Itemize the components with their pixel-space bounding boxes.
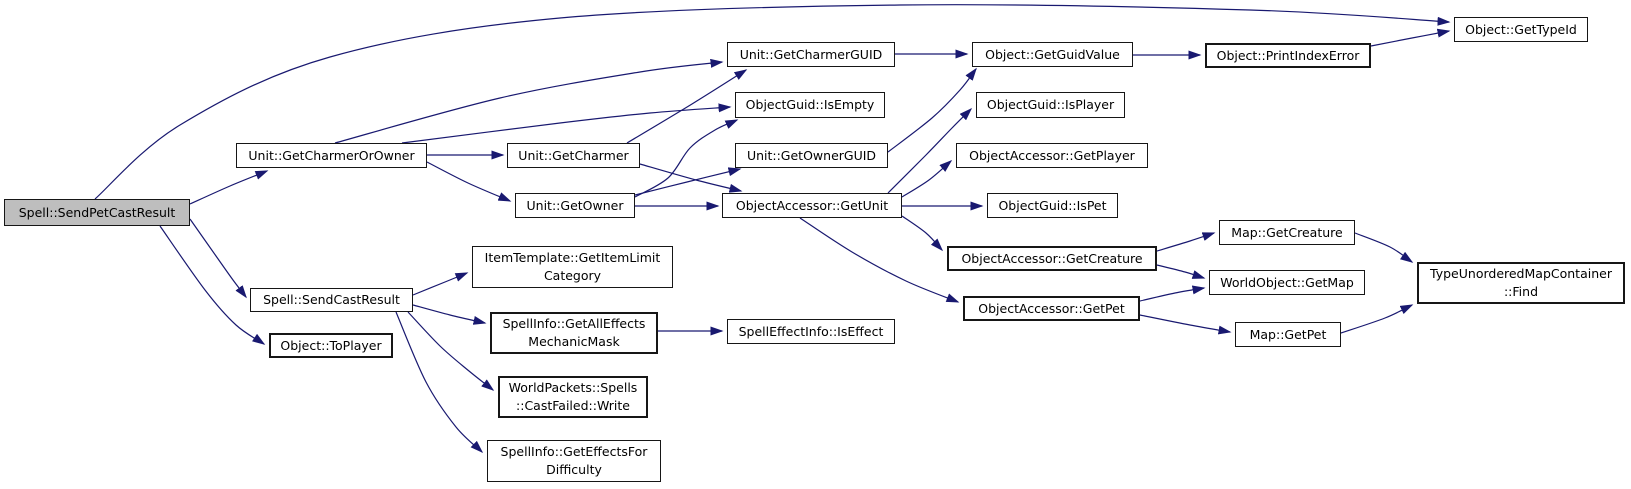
graph-node-oaGetPet[interactable]: ObjectAccessor::GetPet [963,296,1140,321]
graph-node-label: Category [543,268,602,283]
graph-node-label: ObjectAccessor::GetCreature [961,250,1143,266]
call-edge-sendCastResult-to-allEffects [412,304,487,325]
graph-node-label: ObjectGuid::IsPet [998,197,1107,213]
graph-node-sendCastResult[interactable]: Spell::SendCastResult [250,288,413,312]
graph-node-castFailedWrite[interactable]: WorldPackets::Spells::CastFailed::Write [498,376,648,418]
graph-node-label: ObjectAccessor::GetPet [978,300,1125,316]
call-edge-getUnit-to-oaGetPet [799,217,960,303]
graph-node-label: Object::ToPlayer [280,337,382,353]
graph-node-label: ObjectGuid::IsEmpty [745,97,875,112]
call-edge-oaGetPet-to-mapGetPet [1139,314,1232,335]
graph-node-label: MechanicMask [528,334,620,349]
graph-node-oaGetPlayer[interactable]: ObjectAccessor::GetPlayer [956,143,1148,168]
call-edge-sendCastResult-to-effectsForDifficulty [395,311,484,454]
graph-node-printIndexError[interactable]: Object::PrintIndexError [1205,43,1371,68]
graph-node-getUnit[interactable]: ObjectAccessor::GetUnit [722,193,902,218]
graph-node-toPlayer[interactable]: Object::ToPlayer [269,333,393,358]
graph-node-mapGetPet[interactable]: Map::GetPet [1235,322,1341,347]
graph-node-getOwner[interactable]: Unit::GetOwner [515,193,635,218]
graph-node-getCharmerOrOwner[interactable]: Unit::GetCharmerOrOwner [236,143,427,168]
call-edge-getCharmerOrOwner-to-getCharmerGUID [334,58,724,144]
graph-node-label: ObjectAccessor::GetPlayer [969,147,1135,163]
graph-node-label: ::CastFailed::Write [516,398,630,413]
graph-node-mapGetCreature[interactable]: Map::GetCreature [1219,220,1355,245]
graph-node-label: Spell::SendPetCastResult [18,204,176,220]
graph-node-label: SpellEffectInfo::IsEffect [738,323,884,339]
graph-node-label: Object::GetGuidValue [985,46,1120,62]
graph-node-sendPetCastResult: Spell::SendPetCastResult [4,199,190,226]
call-edge-getUnit-to-oaGetPlayer [901,160,953,198]
graph-node-label: ObjectGuid::IsPlayer [986,97,1115,112]
graph-node-getOwnerGUID[interactable]: Unit::GetOwnerGUID [735,143,888,168]
graph-node-label: Unit::GetOwnerGUID [746,147,877,163]
call-edge-getCharmerOrOwner-to-getOwner [426,161,512,202]
graph-node-oaGetCreature[interactable]: ObjectAccessor::GetCreature [947,246,1157,271]
graph-node-label: Unit::GetOwner [526,197,624,213]
graph-node-label: Spell::SendCastResult [263,292,400,307]
graph-node-label: Unit::GetCharmerGUID [739,46,883,62]
call-edge-oaGetCreature-to-worldGetMap [1156,264,1206,279]
graph-node-label: WorldPackets::Spells [508,380,638,395]
graph-node-getCharmer[interactable]: Unit::GetCharmer [507,143,640,168]
graph-node-getGuidValue[interactable]: Object::GetGuidValue [972,42,1133,67]
graph-node-label: Map::GetCreature [1231,224,1343,240]
graph-node-label: Object::GetTypeId [1465,21,1577,37]
call-edge-sendPetCastResult-to-getCharmerOrOwner [189,170,269,205]
graph-node-label: SpellInfo::GetAllEffects [502,316,646,331]
call-edge-getCharmerOrOwner-to-isEmpty [401,103,732,144]
graph-node-label: ::Find [1503,284,1539,299]
graph-node-label: SpellInfo::GetEffectsFor [500,444,648,459]
graph-node-label: Unit::GetCharmer [518,147,629,163]
graph-node-getTypeId[interactable]: Object::GetTypeId [1454,17,1588,42]
call-edge-oaGetCreature-to-mapGetCreature [1156,232,1216,252]
call-edge-sendCastResult-to-castFailedWrite [407,311,495,391]
graph-node-label: Difficulty [546,462,602,477]
graph-node-label: Unit::GetCharmerOrOwner [248,147,415,163]
graph-node-label: WorldObject::GetMap [1220,274,1354,290]
call-edge-mapGetCreature-to-find [1354,232,1414,263]
call-edge-getOwner-to-getOwnerGUID [634,167,742,196]
call-edge-printIndexError-to-getTypeId [1370,28,1451,47]
graph-node-label: ObjectAccessor::GetUnit [735,197,889,213]
call-edge-sendCastResult-to-itemLimit [412,272,469,296]
call-edge-sendPetCastResult-to-toPlayer [159,225,266,345]
call-edge-getOwnerGUID-to-getGuidValue [887,67,977,153]
call-edge-getUnit-to-oaGetCreature [901,215,944,252]
call-edge-sendPetCastResult-to-sendCastResult [189,218,247,299]
graph-node-label: TypeUnorderedMapContainer [1430,266,1612,281]
graph-node-isEmpty[interactable]: ObjectGuid::IsEmpty [735,92,885,118]
call-edge-oaGetPet-to-worldGetMap [1139,285,1206,302]
graph-node-isPet[interactable]: ObjectGuid::IsPet [987,193,1118,218]
call-edge-getOwner-to-isEmpty [634,119,739,198]
graph-node-isPlayer[interactable]: ObjectGuid::IsPlayer [976,92,1125,118]
graph-node-find[interactable]: TypeUnorderedMapContainer::Find [1417,262,1625,304]
graph-node-label: Map::GetPet [1249,326,1327,342]
call-edge-sendPetCastResult-to-getTypeId [94,4,1451,200]
call-edge-getCharmer-to-getCharmerGUID [626,69,748,144]
graph-node-getCharmerGUID[interactable]: Unit::GetCharmerGUID [727,42,895,67]
call-edge-getUnit-to-isPlayer [887,107,973,194]
graph-node-label: ItemTemplate::GetItemLimit [484,250,661,265]
call-edge-mapGetPet-to-find [1340,304,1414,334]
graph-node-worldGetMap[interactable]: WorldObject::GetMap [1209,270,1365,295]
graph-node-label: Object::PrintIndexError [1216,47,1360,63]
graph-node-isEffect[interactable]: SpellEffectInfo::IsEffect [727,319,895,344]
